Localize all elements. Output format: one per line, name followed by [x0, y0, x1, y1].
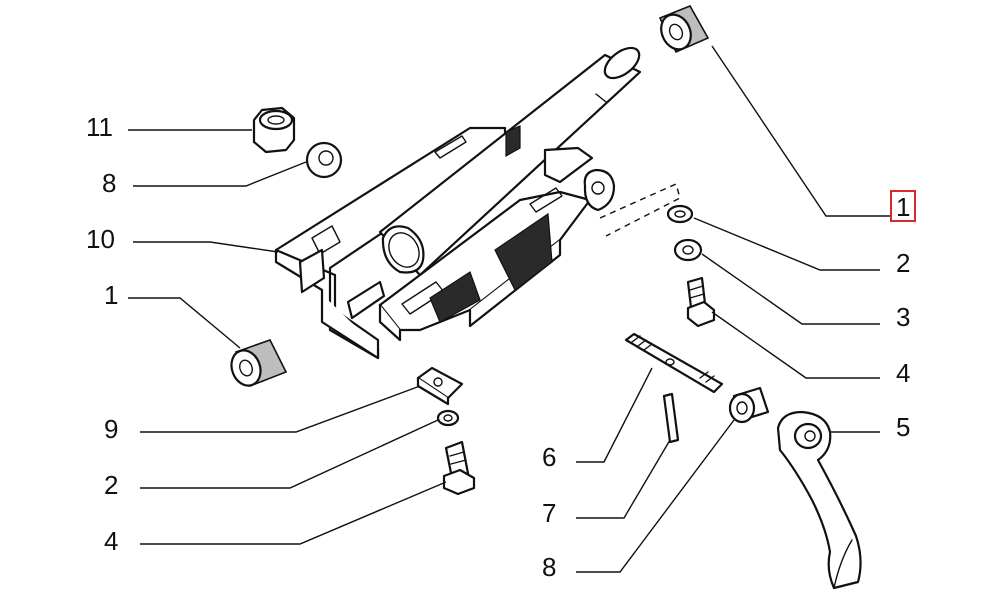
callout-1-right: 1 [896, 192, 910, 222]
callout-6-mid: 6 [542, 442, 556, 472]
knurled-bush-part-1-left [230, 339, 288, 388]
lever-part-5 [776, 410, 862, 590]
callout-2-right: 2 [896, 248, 910, 278]
callout-4-right: 4 [896, 358, 910, 388]
callout-10-left: 10 [86, 224, 115, 254]
alignment-dash-line [599, 183, 681, 237]
lock-washer-part-2-right [666, 204, 694, 224]
callout-9-left: 9 [104, 414, 118, 444]
washer-part-8-left [305, 141, 343, 179]
callout-2-left: 2 [104, 470, 118, 500]
callout-3-right: 3 [896, 302, 910, 332]
lock-washer-part-2-left [436, 409, 460, 427]
callout-1-left: 1 [104, 280, 118, 310]
washer-part-3-right [673, 238, 703, 262]
leader-lines [128, 45, 890, 573]
callout-4-left: 4 [104, 526, 118, 556]
callout-5-right: 5 [896, 412, 910, 442]
nut-part-11 [252, 106, 296, 154]
bolt-part-4-right [686, 276, 716, 328]
callout-7-mid: 7 [542, 498, 556, 528]
bracket-assembly-part [274, 46, 642, 360]
knurled-bush-part-1-right [658, 4, 710, 54]
callout-1-right-highlight-box [890, 190, 916, 222]
bolt-part-4-left [442, 440, 476, 496]
threaded-pin-part-6 [624, 332, 724, 394]
callout-11-left: 11 [86, 112, 113, 142]
clip-nut-part-9 [416, 366, 464, 406]
callout-8-left: 8 [102, 168, 116, 198]
callout-labels: 11 8 10 1 9 2 4 6 7 8 1 2 3 4 5 [86, 112, 916, 582]
roll-pin-part-7 [662, 392, 680, 444]
washer-part-8-mid [728, 386, 770, 424]
callout-8-mid: 8 [542, 552, 556, 582]
